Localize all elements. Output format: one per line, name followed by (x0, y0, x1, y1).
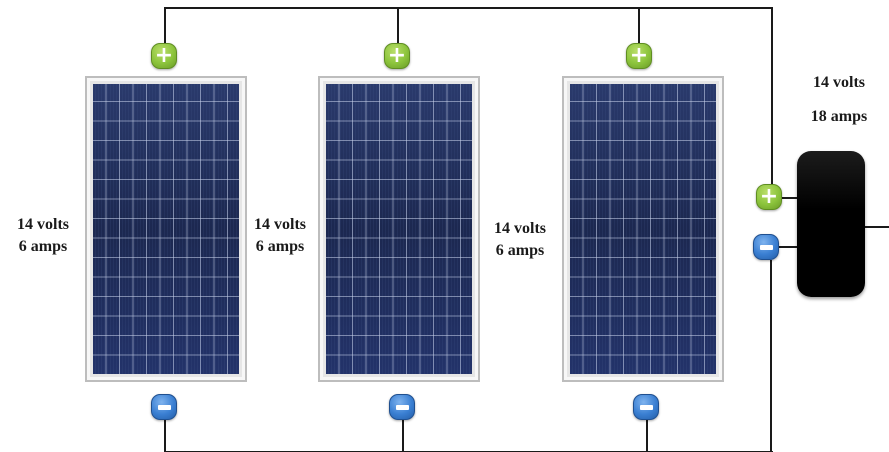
positive-bus-wire (164, 7, 772, 9)
negative-riser-wire (770, 260, 772, 452)
plus-terminal-icon: + (626, 43, 652, 69)
positive-drop-wire-2 (397, 7, 399, 45)
panel-3-amps: 6 amps (495, 242, 545, 260)
output-volts: 14 volts (813, 74, 865, 91)
panel-2-amps: 6 amps (255, 238, 305, 256)
positive-riser-wire (771, 7, 773, 185)
panel-2-volts: 14 volts (254, 216, 306, 233)
minus-terminal-icon (753, 234, 779, 260)
panel-1-amps: 6 amps (18, 238, 68, 256)
negative-drop-wire-3 (646, 420, 648, 452)
output-rating-label: 14 volts 18 amps (795, 66, 883, 133)
negative-drop-wire-2 (402, 420, 404, 452)
solar-panel-2 (318, 76, 480, 382)
solar-panel-cells (93, 84, 239, 374)
solar-panel-cells (326, 84, 472, 374)
solar-panel-1 (85, 76, 247, 382)
panel-3-volts: 14 volts (494, 220, 546, 237)
positive-drop-wire-3 (638, 7, 640, 45)
panel-3-rating-label: 14 volts 6 amps (482, 218, 558, 263)
negative-drop-wire-1 (164, 420, 166, 452)
plus-terminal-icon: + (756, 184, 782, 210)
panel-1-volts: 14 volts (17, 216, 69, 233)
plus-terminal-icon: + (151, 43, 177, 69)
plus-terminal-icon: + (384, 43, 410, 69)
minus-terminal-icon (389, 394, 415, 420)
output-amps: 18 amps (810, 107, 868, 125)
panel-1-rating-label: 14 volts 6 amps (6, 214, 80, 259)
positive-drop-wire-1 (164, 7, 166, 45)
solar-panel-cells (570, 84, 716, 374)
battery-output-lead (865, 226, 889, 228)
minus-terminal-icon (151, 394, 177, 420)
battery (797, 151, 865, 297)
panel-2-rating-label: 14 volts 6 amps (243, 214, 317, 259)
solar-panel-3 (562, 76, 724, 382)
minus-terminal-icon (633, 394, 659, 420)
